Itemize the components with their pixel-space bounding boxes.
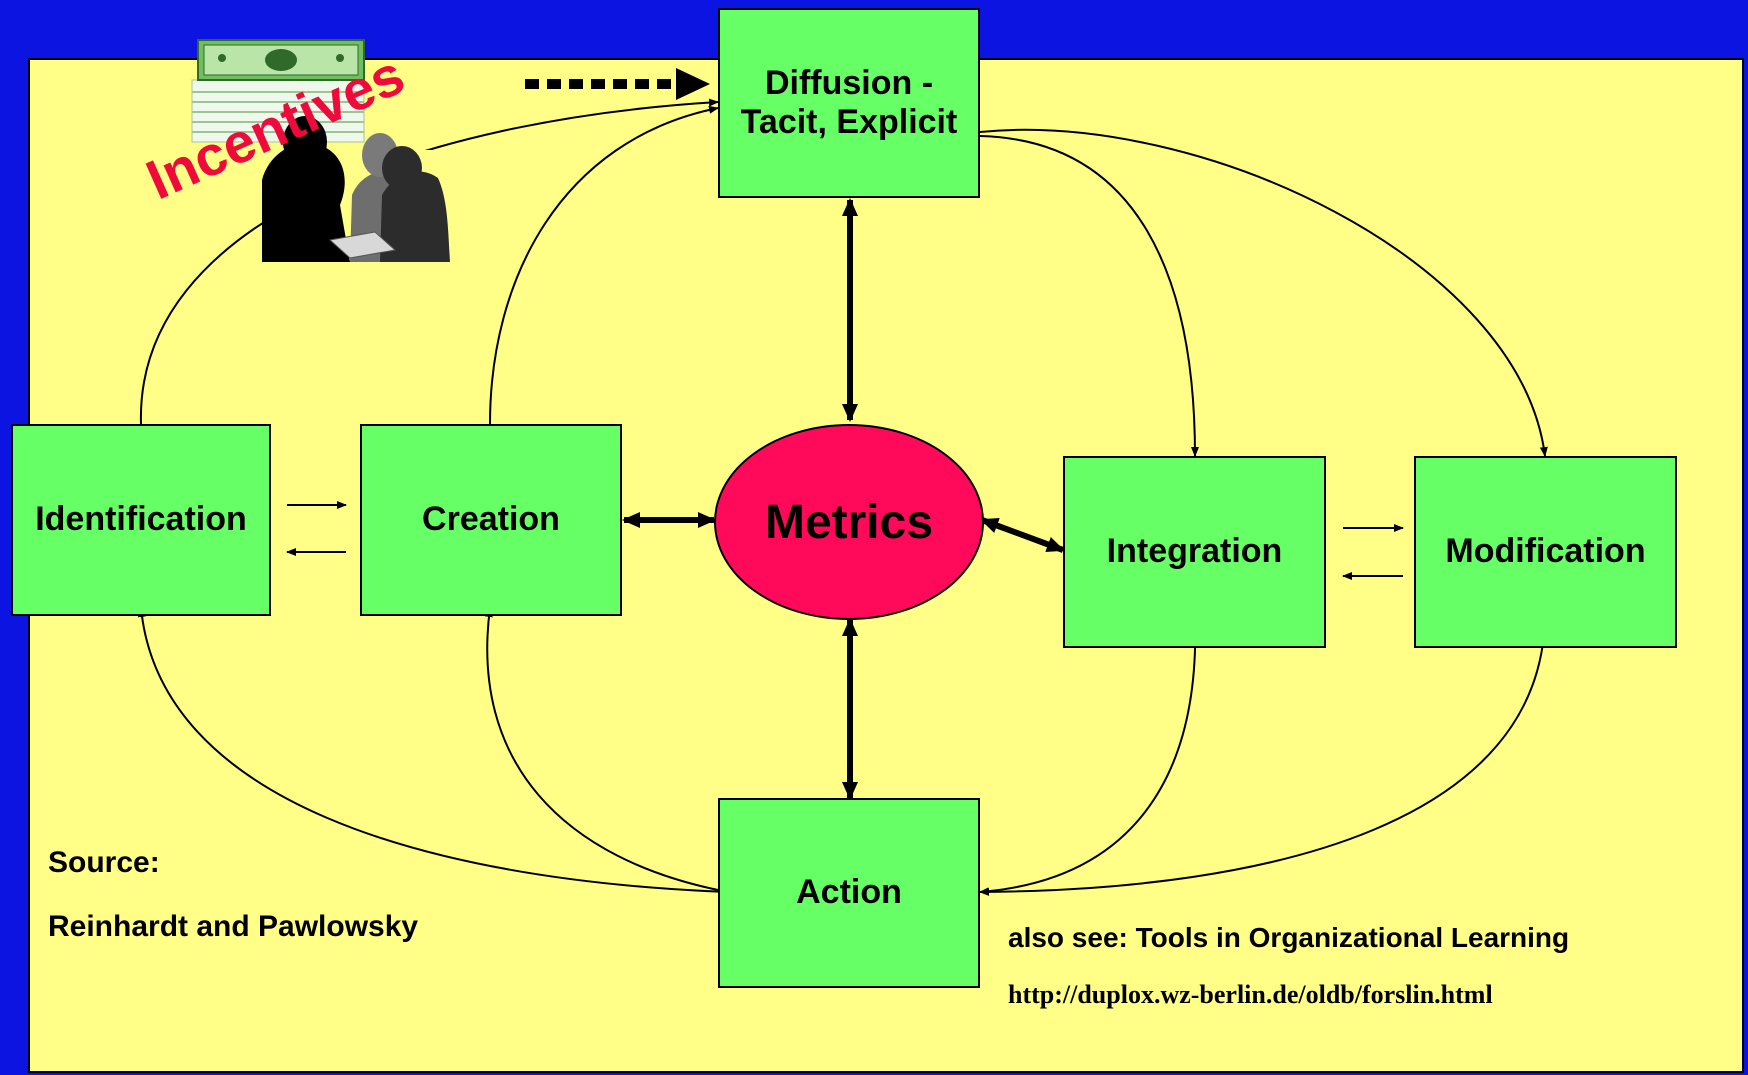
arrow-modification-to-action: [979, 617, 1546, 896]
action-label: Action: [796, 873, 902, 912]
creation-label: Creation: [422, 500, 560, 539]
node-diffusion: Diffusion - Tacit, Explicit: [718, 8, 980, 198]
arrow-action-to-creation: [484, 607, 729, 893]
arrow-action-to-identification: [137, 607, 729, 893]
node-creation: Creation: [360, 424, 622, 616]
arrow-integration-to-action: [979, 617, 1197, 896]
metrics-label: Metrics: [764, 495, 934, 549]
reference-url: http://duplox.wz-berlin.de/oldb/forslin.…: [1008, 980, 1493, 1009]
node-action: Action: [718, 798, 980, 988]
arrow-diffusion-to-integration: [979, 135, 1199, 457]
node-metrics: Metrics: [714, 424, 984, 620]
source-label: Source:: [48, 846, 160, 879]
incentives-arrowhead: [676, 68, 710, 100]
money-stack-icon: [191, 39, 365, 143]
diffusion-line2: Tacit, Explicit: [740, 103, 958, 141]
diffusion-line1: Diffusion -: [764, 63, 934, 102]
integration-label: Integration: [1106, 532, 1283, 571]
arrow-diffusion-to-modification: [979, 128, 1548, 457]
arrow-metrics-integration: [980, 517, 1065, 553]
modification-label: Modification: [1445, 532, 1646, 571]
node-integration: Integration: [1063, 456, 1326, 648]
reference-text: also see: Tools in Organizational Learni…: [1008, 922, 1570, 953]
node-identification: Identification: [11, 424, 271, 616]
business-people-icon: [262, 116, 450, 262]
identification-label: Identification: [35, 500, 247, 539]
node-modification: Modification: [1414, 456, 1677, 648]
source-authors: Reinhardt and Pawlowsky: [48, 910, 419, 943]
arrow-creation-to-diffusion: [489, 105, 719, 425]
